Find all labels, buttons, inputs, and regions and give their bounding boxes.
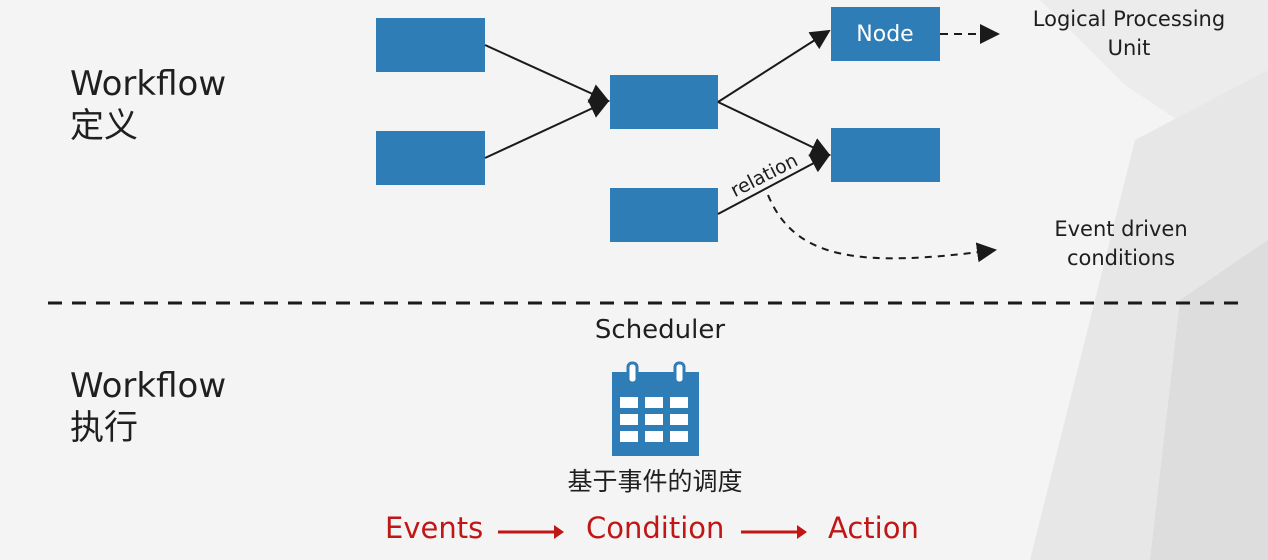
definition-title-en: Workflow	[70, 64, 227, 104]
relation-arrow	[484, 99, 610, 159]
execution-section-title: Workflow 执行	[70, 365, 250, 449]
relation-arrow	[717, 154, 831, 215]
workflow-node-box	[376, 131, 485, 185]
workflow-node-box	[610, 188, 718, 242]
node-box	[831, 7, 940, 61]
logical-unit-label-line1: Logical Processing	[1033, 7, 1225, 31]
flow-step-condition: Condition	[586, 511, 725, 545]
flow-step-events: Events	[385, 511, 484, 545]
event-condition-label-line2: conditions	[1067, 246, 1175, 270]
execution-title-en: Workflow	[70, 366, 227, 406]
flow-arrow-icon	[498, 525, 564, 539]
relation-arrow	[484, 44, 610, 103]
scheduler-caption: 基于事件的调度	[567, 467, 743, 496]
event-condition-label-line1: Event driven	[1054, 217, 1187, 241]
event-condition-dashed-arrow	[767, 194, 997, 263]
workflow-node-box	[610, 75, 718, 129]
calendar-icon	[612, 361, 699, 456]
definition-title-cn: 定义	[70, 106, 138, 146]
execution-title-cn: 执行	[70, 408, 138, 448]
flow-step-action: Action	[828, 511, 919, 545]
definition-section-title: Workflow 定义	[70, 63, 250, 147]
flow-arrow-icon	[741, 525, 807, 539]
node-label: Node	[856, 22, 913, 47]
relation-arrow	[717, 29, 831, 103]
logical-unit-label-line2: Unit	[1108, 36, 1151, 60]
workflow-node-box	[831, 128, 940, 182]
workflow-node-box	[376, 18, 485, 72]
relation-arrow	[717, 101, 831, 157]
scheduler-title: Scheduler	[594, 315, 726, 345]
